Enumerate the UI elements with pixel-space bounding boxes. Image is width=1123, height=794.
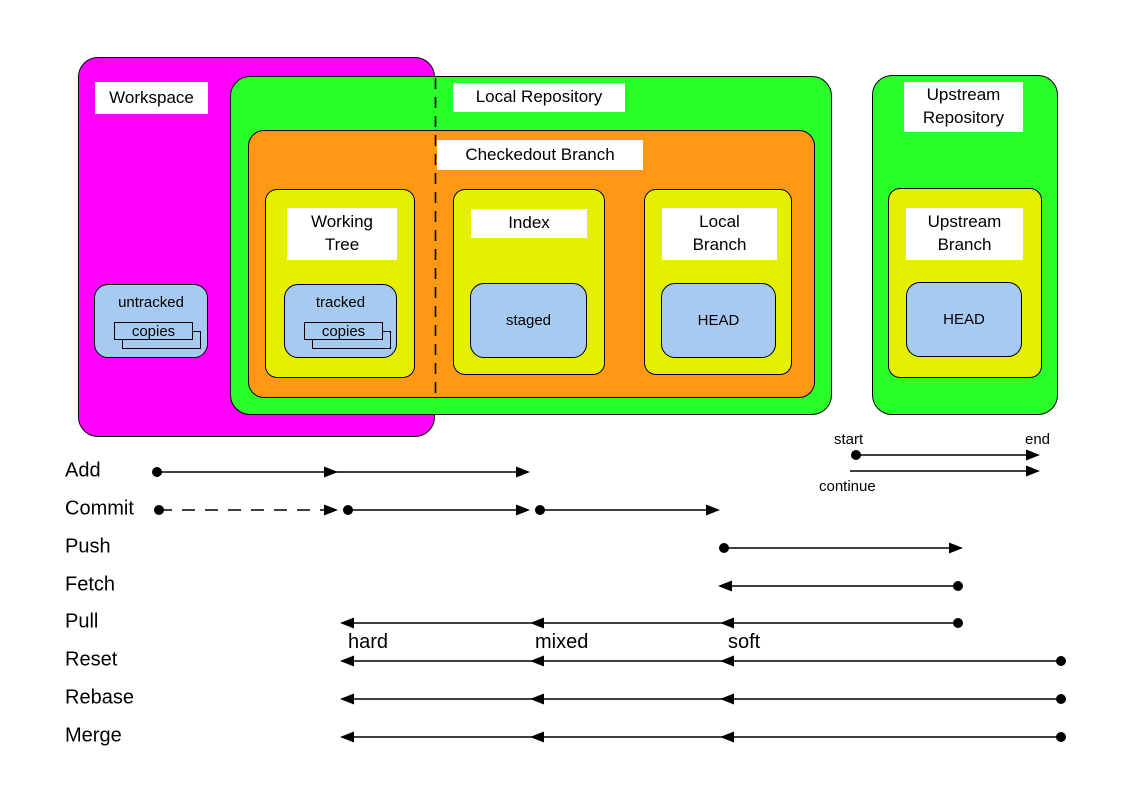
arrowhead-icon [1026, 449, 1040, 461]
arrowhead-icon [720, 617, 734, 629]
copies-label: copies [114, 322, 193, 340]
head-local-label: HEAD [697, 312, 740, 329]
start-dot-icon [154, 505, 164, 515]
start-dot-icon [1056, 656, 1066, 666]
start-dot-icon [343, 505, 353, 515]
legend-end-label: end [1025, 431, 1051, 448]
tracked-copies-box: tracked copies [284, 284, 397, 358]
index-label: Index [471, 209, 587, 238]
start-dot-icon [152, 467, 162, 477]
untracked-copies-box: untracked copies [94, 284, 208, 358]
arrowhead-icon [530, 731, 544, 743]
arrowhead-icon [720, 731, 734, 743]
start-dot-icon [535, 505, 545, 515]
untracked-label: untracked [118, 294, 184, 311]
start-dot-icon [1056, 694, 1066, 704]
checkedout-branch-label: Checkedout Branch [437, 140, 643, 170]
arrowhead-icon [516, 504, 530, 516]
legend-continue-label: continue [819, 478, 876, 495]
arrowhead-icon [1026, 465, 1040, 477]
command-label-reset: Reset [65, 648, 118, 671]
start-dot-icon [1056, 732, 1066, 742]
arrowhead-icon [718, 580, 732, 592]
reset-mode-soft-label: soft [728, 631, 761, 653]
start-dot-icon [719, 543, 729, 553]
arrowhead-icon [340, 655, 354, 667]
command-label-pull: Pull [65, 610, 99, 633]
arrowhead-icon [530, 617, 544, 629]
copies-stack-icon: copies [95, 285, 207, 357]
arrowhead-icon [516, 466, 530, 478]
head-upstream-box: HEAD [906, 282, 1022, 357]
arrowhead-icon [720, 655, 734, 667]
head-local-box: HEAD [661, 283, 776, 358]
workspace-label: Workspace [95, 82, 208, 114]
arrowhead-icon [949, 542, 963, 554]
arrowhead-icon [324, 504, 338, 516]
working-tree-label: Working Tree [287, 208, 397, 260]
upstream-branch-label: Upstream Branch [906, 208, 1023, 260]
legend-start-label: start [834, 431, 864, 448]
command-label-add: Add [65, 459, 101, 482]
reset-mode-hard-label: hard [348, 631, 389, 653]
staged-box: staged [470, 283, 587, 358]
reset-mode-mixed-label: mixed [535, 631, 589, 653]
arrowhead-icon [530, 655, 544, 667]
command-label-merge: Merge [65, 724, 122, 747]
arrowhead-icon [706, 504, 720, 516]
arrowhead-icon [324, 466, 338, 478]
local-repository-label: Local Repository [453, 83, 625, 112]
arrowhead-icon [340, 693, 354, 705]
start-dot-icon [953, 581, 963, 591]
start-dot-icon [953, 618, 963, 628]
copies-stack-icon: copies [285, 285, 396, 357]
tracked-label: tracked [315, 294, 366, 311]
command-label-push: Push [65, 535, 111, 558]
command-label-rebase: Rebase [65, 686, 134, 709]
local-branch-label: Local Branch [662, 208, 777, 260]
arrowhead-icon [340, 731, 354, 743]
command-label-commit: Commit [65, 497, 134, 520]
command-label-fetch: Fetch [65, 573, 116, 596]
start-dot-icon [851, 450, 861, 460]
arrowhead-icon [720, 693, 734, 705]
copies-label: copies [304, 322, 383, 340]
arrowhead-icon [530, 693, 544, 705]
arrowhead-icon [340, 617, 354, 629]
head-upstream-label: HEAD [943, 311, 985, 328]
upstream-repository-label: Upstream Repository [904, 82, 1023, 132]
staged-label: staged [505, 312, 552, 329]
